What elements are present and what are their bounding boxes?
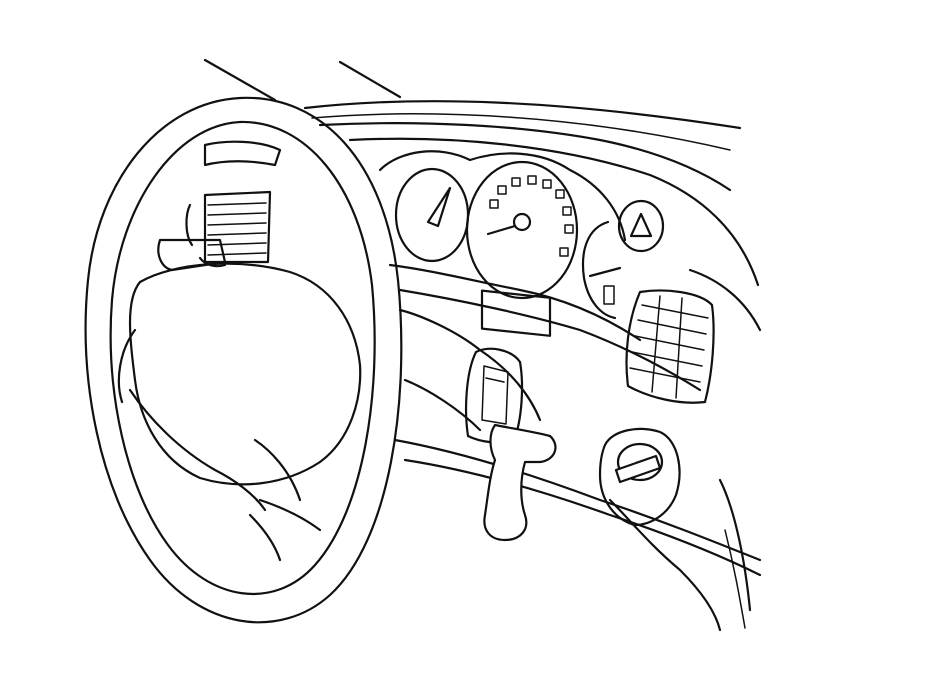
steering-wheel-hub [117,262,362,562]
turn-signal-stalk [464,347,557,542]
speedometer-ticks [489,175,574,257]
hazard-triangle-icon [629,212,653,238]
dashboard [318,122,762,629]
steering-wheel [84,96,403,624]
air-vent [625,289,715,404]
ignition-switch [598,427,722,632]
hazard-button [617,199,665,253]
windshield-lines [203,58,742,151]
left-air-vent [185,140,282,264]
left-gauge-needle [426,186,452,228]
right-gauge [582,220,617,320]
speedometer [465,160,579,300]
ignition-key [614,454,662,484]
instrument-cluster [378,150,627,337]
